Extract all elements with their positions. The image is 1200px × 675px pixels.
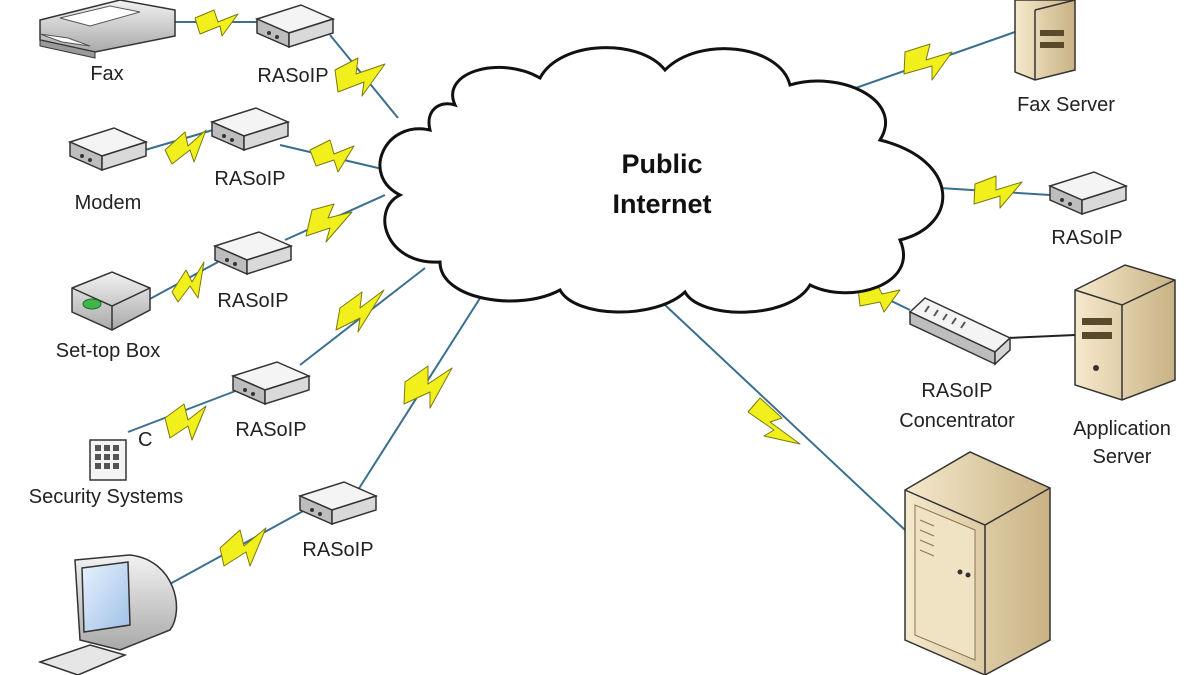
security-label: Security Systems xyxy=(29,486,183,508)
concentrator-label-line2: Concentrator xyxy=(899,410,1015,432)
rasoip-device-settop xyxy=(214,231,292,275)
fax-label: Fax xyxy=(90,63,123,85)
link-bottom-server xyxy=(664,304,906,531)
rasoip-device-right xyxy=(1049,171,1127,215)
lightning-bolt-icon xyxy=(903,43,953,81)
cloud-icon: Public Internet xyxy=(378,46,945,314)
set-top-box-icon xyxy=(71,271,151,331)
rasoip-label-settop: RASoIP xyxy=(217,290,288,312)
security-tag: C xyxy=(138,429,152,451)
settop-label: Set-top Box xyxy=(56,340,161,362)
lightning-bolt-icon xyxy=(309,139,355,173)
modem-label: Modem xyxy=(75,192,142,214)
rasoip-device-fax xyxy=(256,4,334,48)
fax-machine-icon xyxy=(39,0,176,59)
lightning-bolt-icon xyxy=(164,129,207,165)
lightning-bolt-icon xyxy=(403,365,453,409)
lightning-bolt-icon xyxy=(194,9,239,37)
lightning-bolt-icon xyxy=(171,261,205,303)
lightning-bolt-icon xyxy=(335,289,385,333)
computer-icon xyxy=(37,554,178,675)
keypad-icon xyxy=(89,439,127,481)
lightning-bolt-icon xyxy=(219,527,267,567)
rasoip-label-right: RASoIP xyxy=(1051,227,1122,249)
lightning-bolt-icon xyxy=(973,175,1023,209)
rasoip-label-pc: RASoIP xyxy=(302,539,373,561)
rasoip-label-security: RASoIP xyxy=(235,419,306,441)
rasoip-device-modem xyxy=(211,107,289,151)
app-server-label-line1: Application xyxy=(1073,418,1171,440)
fax-server-label: Fax Server xyxy=(1017,94,1115,116)
cloud-label-line2: Internet xyxy=(612,189,711,219)
application-server-icon xyxy=(1074,264,1176,401)
server-tower-icon xyxy=(904,451,1051,675)
concentrator-icon xyxy=(908,297,1012,366)
rasoip-label-fax: RASoIP xyxy=(257,65,328,87)
cloud-label-line1: Public xyxy=(621,149,702,179)
concentrator-label-line1: RASoIP xyxy=(921,380,992,402)
lightning-bolt-icon xyxy=(164,403,207,441)
rasoip-label-modem: RASoIP xyxy=(214,168,285,190)
fax-server-icon xyxy=(1014,0,1076,81)
lightning-bolt-icon xyxy=(305,203,353,243)
modem-icon xyxy=(69,127,147,171)
bolts xyxy=(164,9,1023,567)
app-server-label-line2: Server xyxy=(1093,446,1152,468)
lightning-bolt-icon xyxy=(334,57,386,97)
rasoip-device-pc xyxy=(299,481,377,525)
rasoip-device-security xyxy=(232,361,310,405)
link-app-server xyxy=(1007,334,1076,339)
lightning-bolt-icon xyxy=(747,397,801,445)
